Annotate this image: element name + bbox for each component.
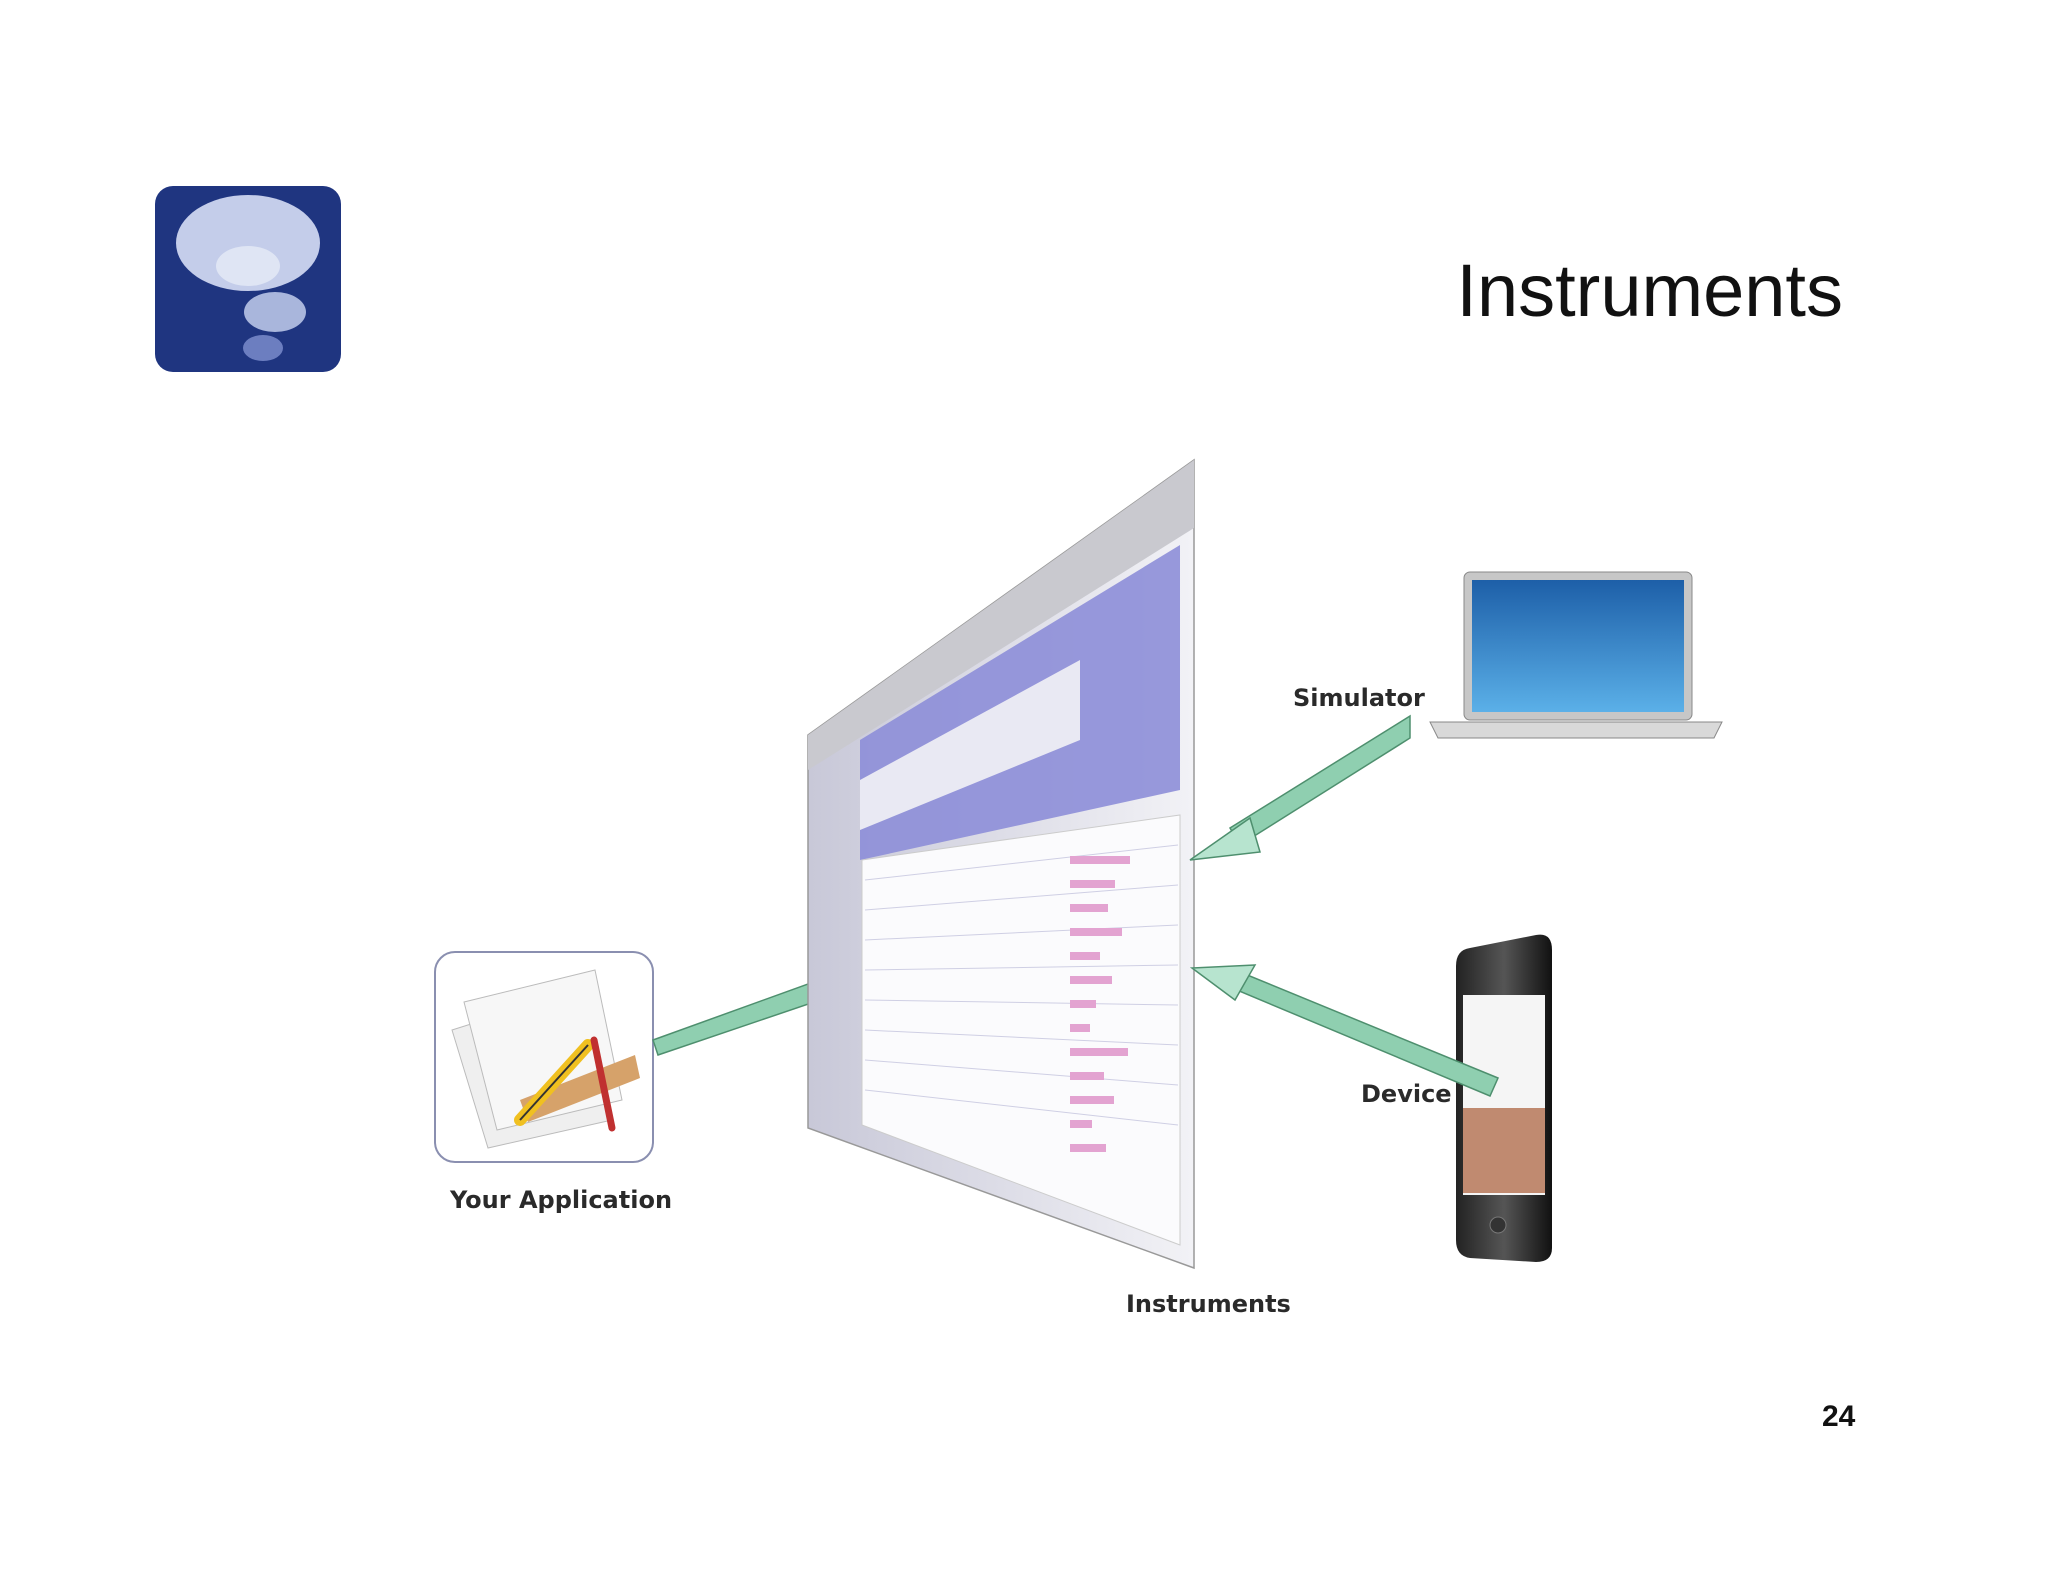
simulator-label: Simulator: [1293, 684, 1425, 712]
instruments-window: [807, 458, 1195, 1270]
arrow-simulator-to-instruments: [1189, 714, 1411, 861]
iphone-device: [1456, 934, 1552, 1262]
page-title: Instruments: [1456, 249, 1843, 332]
page-number: 24: [1822, 1400, 1856, 1433]
instruments-label: Instruments: [1126, 1290, 1291, 1318]
arrow-device-to-instruments: [1189, 964, 1499, 1097]
device-label: Device: [1361, 1080, 1452, 1108]
app-logo: [155, 186, 341, 372]
application-icon: [434, 951, 654, 1163]
application-label: Your Application: [450, 1186, 673, 1214]
thought-bubble-icon: [176, 195, 320, 361]
laptop-simulator: [1429, 571, 1723, 739]
